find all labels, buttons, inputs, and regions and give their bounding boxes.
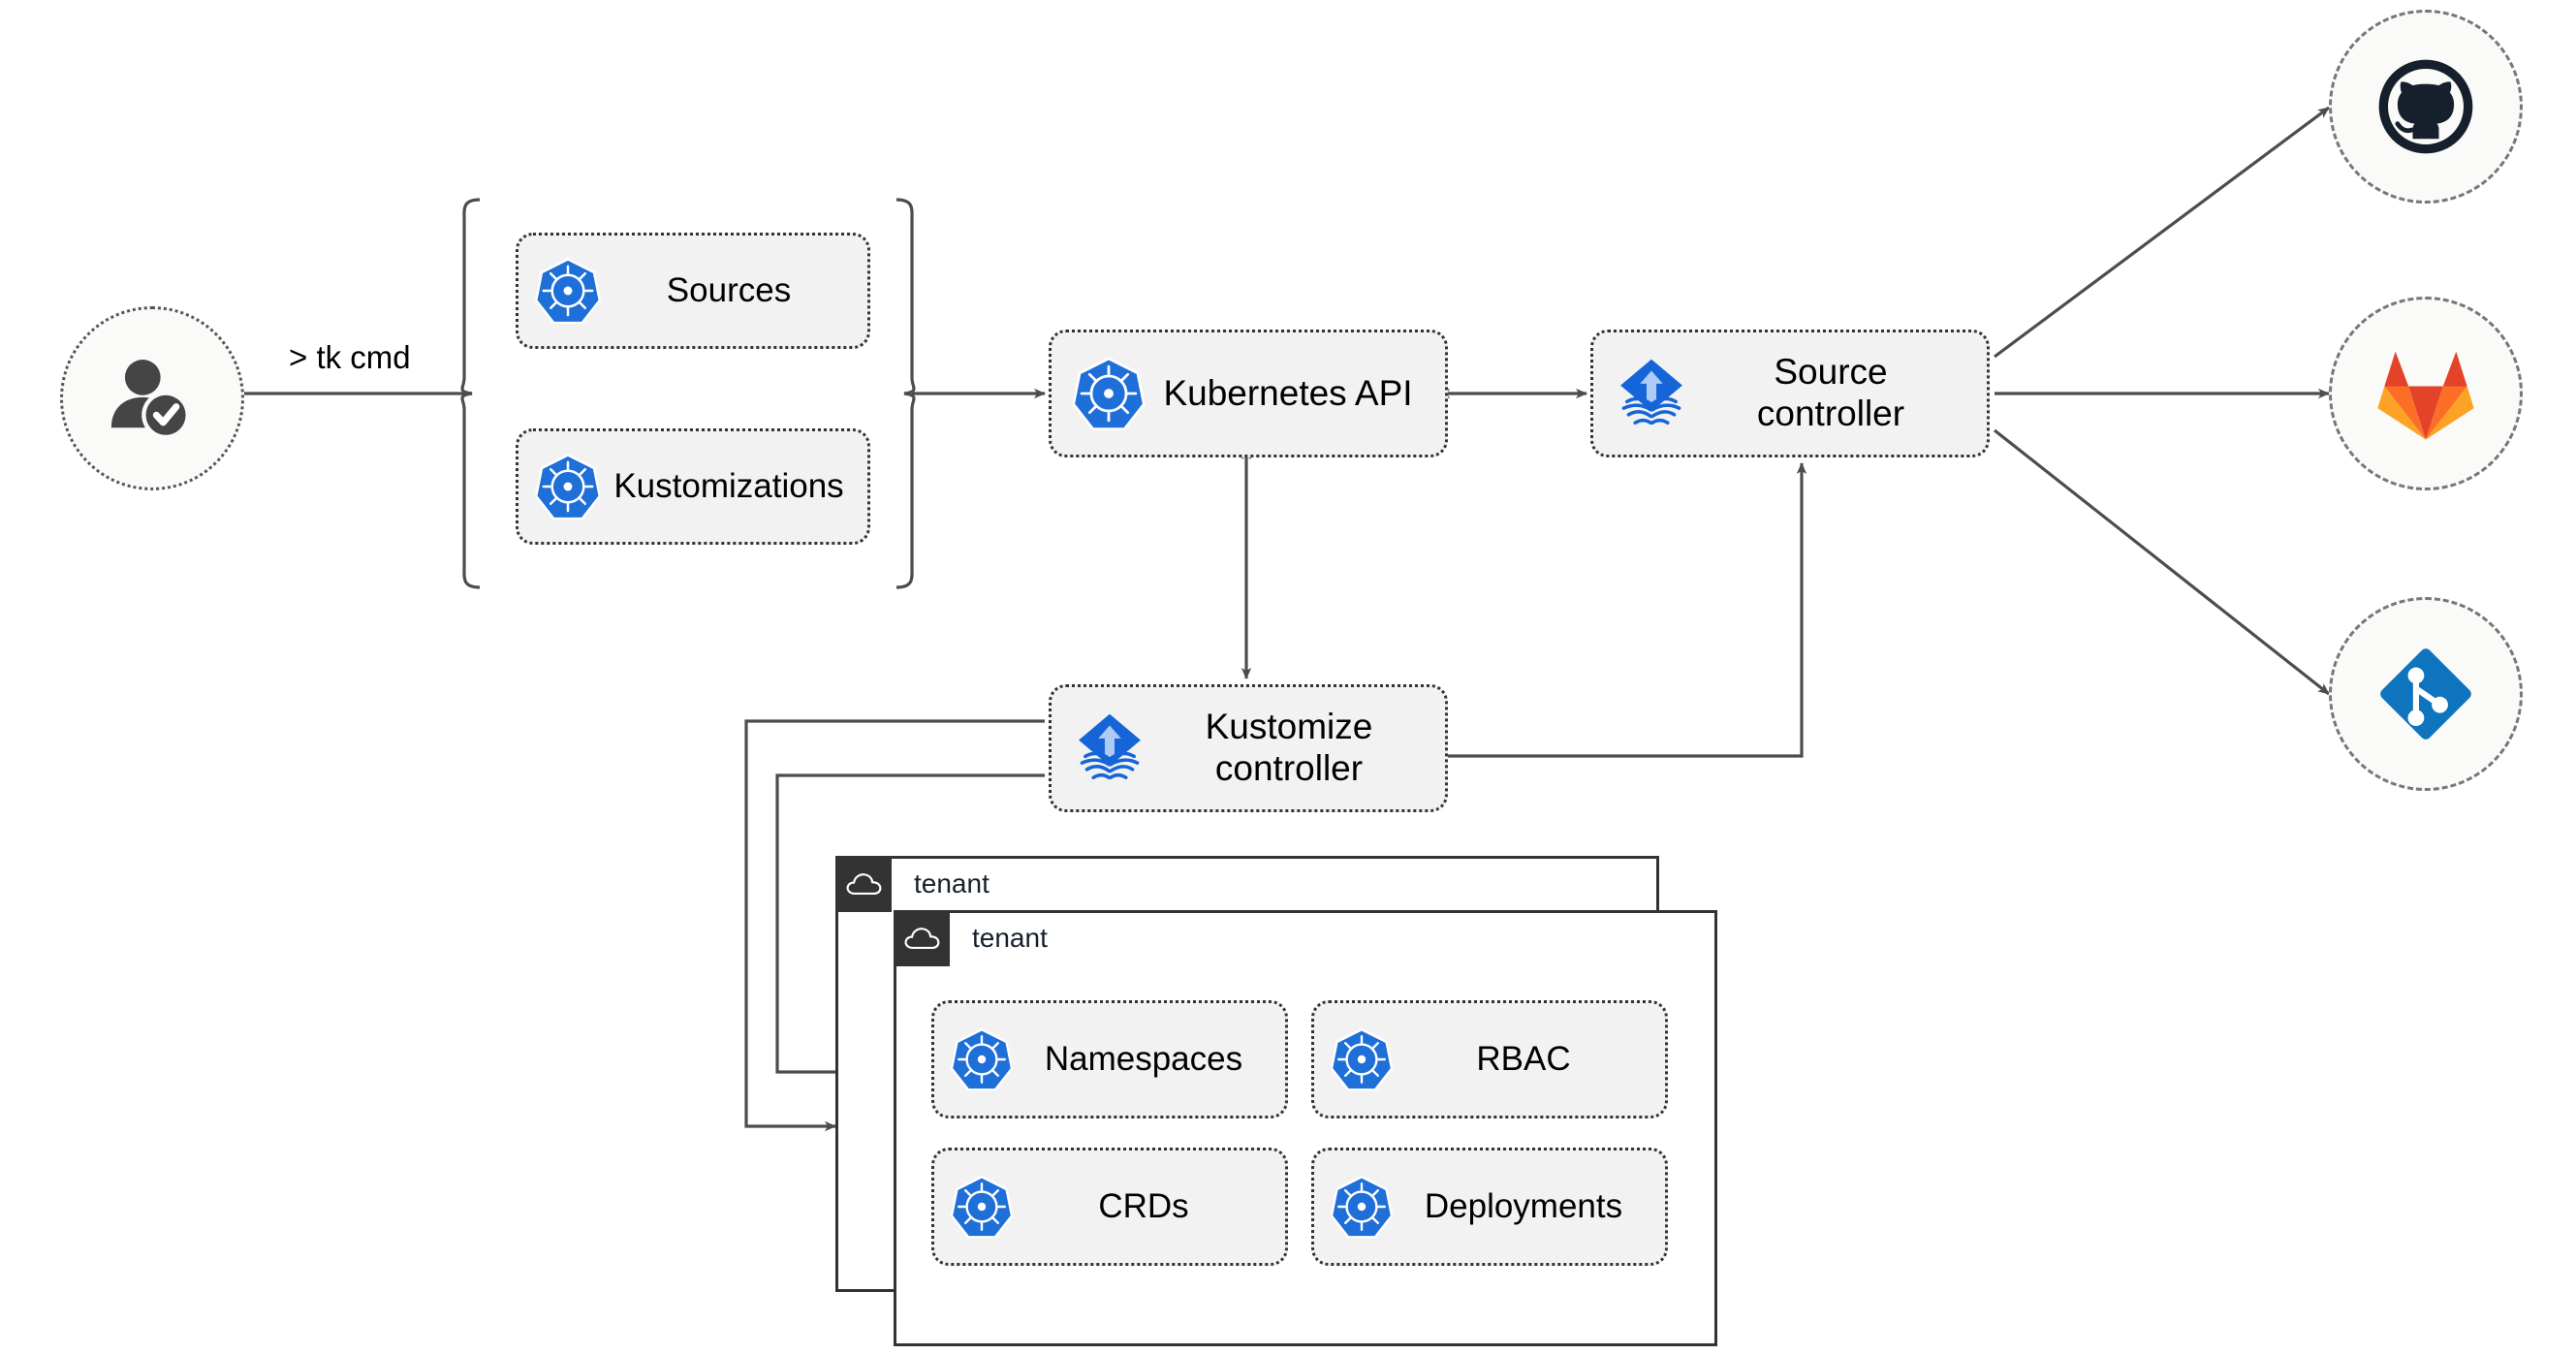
node-kubernetes-api[interactable]: Kubernetes API xyxy=(1049,330,1448,457)
flux-icon xyxy=(1611,353,1692,434)
resource-box-kustomizations[interactable]: Kustomizations xyxy=(516,428,870,545)
node-label: Kubernetes API xyxy=(1163,372,1413,413)
user-actor[interactable] xyxy=(60,306,244,490)
github-icon xyxy=(2378,59,2473,154)
provider-gitlab[interactable] xyxy=(2329,297,2523,490)
tenant-tab xyxy=(835,856,892,912)
kubernetes-icon xyxy=(1328,1173,1396,1241)
tenant-tab xyxy=(894,910,950,966)
gitlab-icon xyxy=(2377,351,2474,440)
provider-github[interactable] xyxy=(2329,10,2523,204)
cloud-icon xyxy=(904,928,940,949)
tenant-resource-namespaces[interactable]: Namespaces xyxy=(931,1000,1288,1119)
node-kustomize-controller[interactable]: Kustomize controller xyxy=(1049,684,1448,812)
wire-kustomize-to-source-controller xyxy=(1448,462,1807,758)
resource-label: Sources xyxy=(666,270,792,309)
kubernetes-icon xyxy=(532,255,604,327)
tenant-resource-label: RBAC xyxy=(1476,1039,1571,1078)
tenant-box-front[interactable]: tenant Namespaces xyxy=(894,910,1717,1346)
tenant-resource-label: Namespaces xyxy=(1044,1039,1243,1078)
git-repository-icon xyxy=(2380,648,2471,740)
kubernetes-icon xyxy=(948,1173,1016,1241)
user-check-icon xyxy=(110,360,190,440)
flux-icon xyxy=(1069,708,1150,789)
tenant-resource-deployments[interactable]: Deployments xyxy=(1311,1148,1668,1266)
tenant-resource-label: CRDs xyxy=(1098,1186,1189,1225)
kubernetes-icon xyxy=(1069,354,1148,433)
brace-right xyxy=(895,198,916,589)
tenant-title: tenant xyxy=(972,923,1048,953)
node-label: Source controller xyxy=(1756,352,1905,433)
tk-cmd-label: > tk cmd xyxy=(289,339,411,375)
wire-source-to-git xyxy=(1994,428,2330,696)
wire-source-to-github xyxy=(1994,106,2330,359)
cloud-icon xyxy=(846,873,882,895)
tenant-resource-rbac[interactable]: RBAC xyxy=(1311,1000,1668,1119)
resource-box-sources[interactable]: Sources xyxy=(516,233,870,349)
brace-left xyxy=(460,198,481,589)
kubernetes-icon xyxy=(1328,1025,1396,1093)
kubernetes-icon xyxy=(532,451,604,522)
tenant-title: tenant xyxy=(914,868,990,898)
resource-label: Kustomizations xyxy=(613,466,844,505)
kubernetes-icon xyxy=(948,1025,1016,1093)
tenant-resource-label: Deployments xyxy=(1424,1186,1623,1225)
tenant-resource-crds[interactable]: CRDs xyxy=(931,1148,1288,1266)
node-label: Kustomize controller xyxy=(1205,707,1373,788)
node-source-controller[interactable]: Source controller xyxy=(1590,330,1990,457)
provider-git[interactable] xyxy=(2329,597,2523,791)
